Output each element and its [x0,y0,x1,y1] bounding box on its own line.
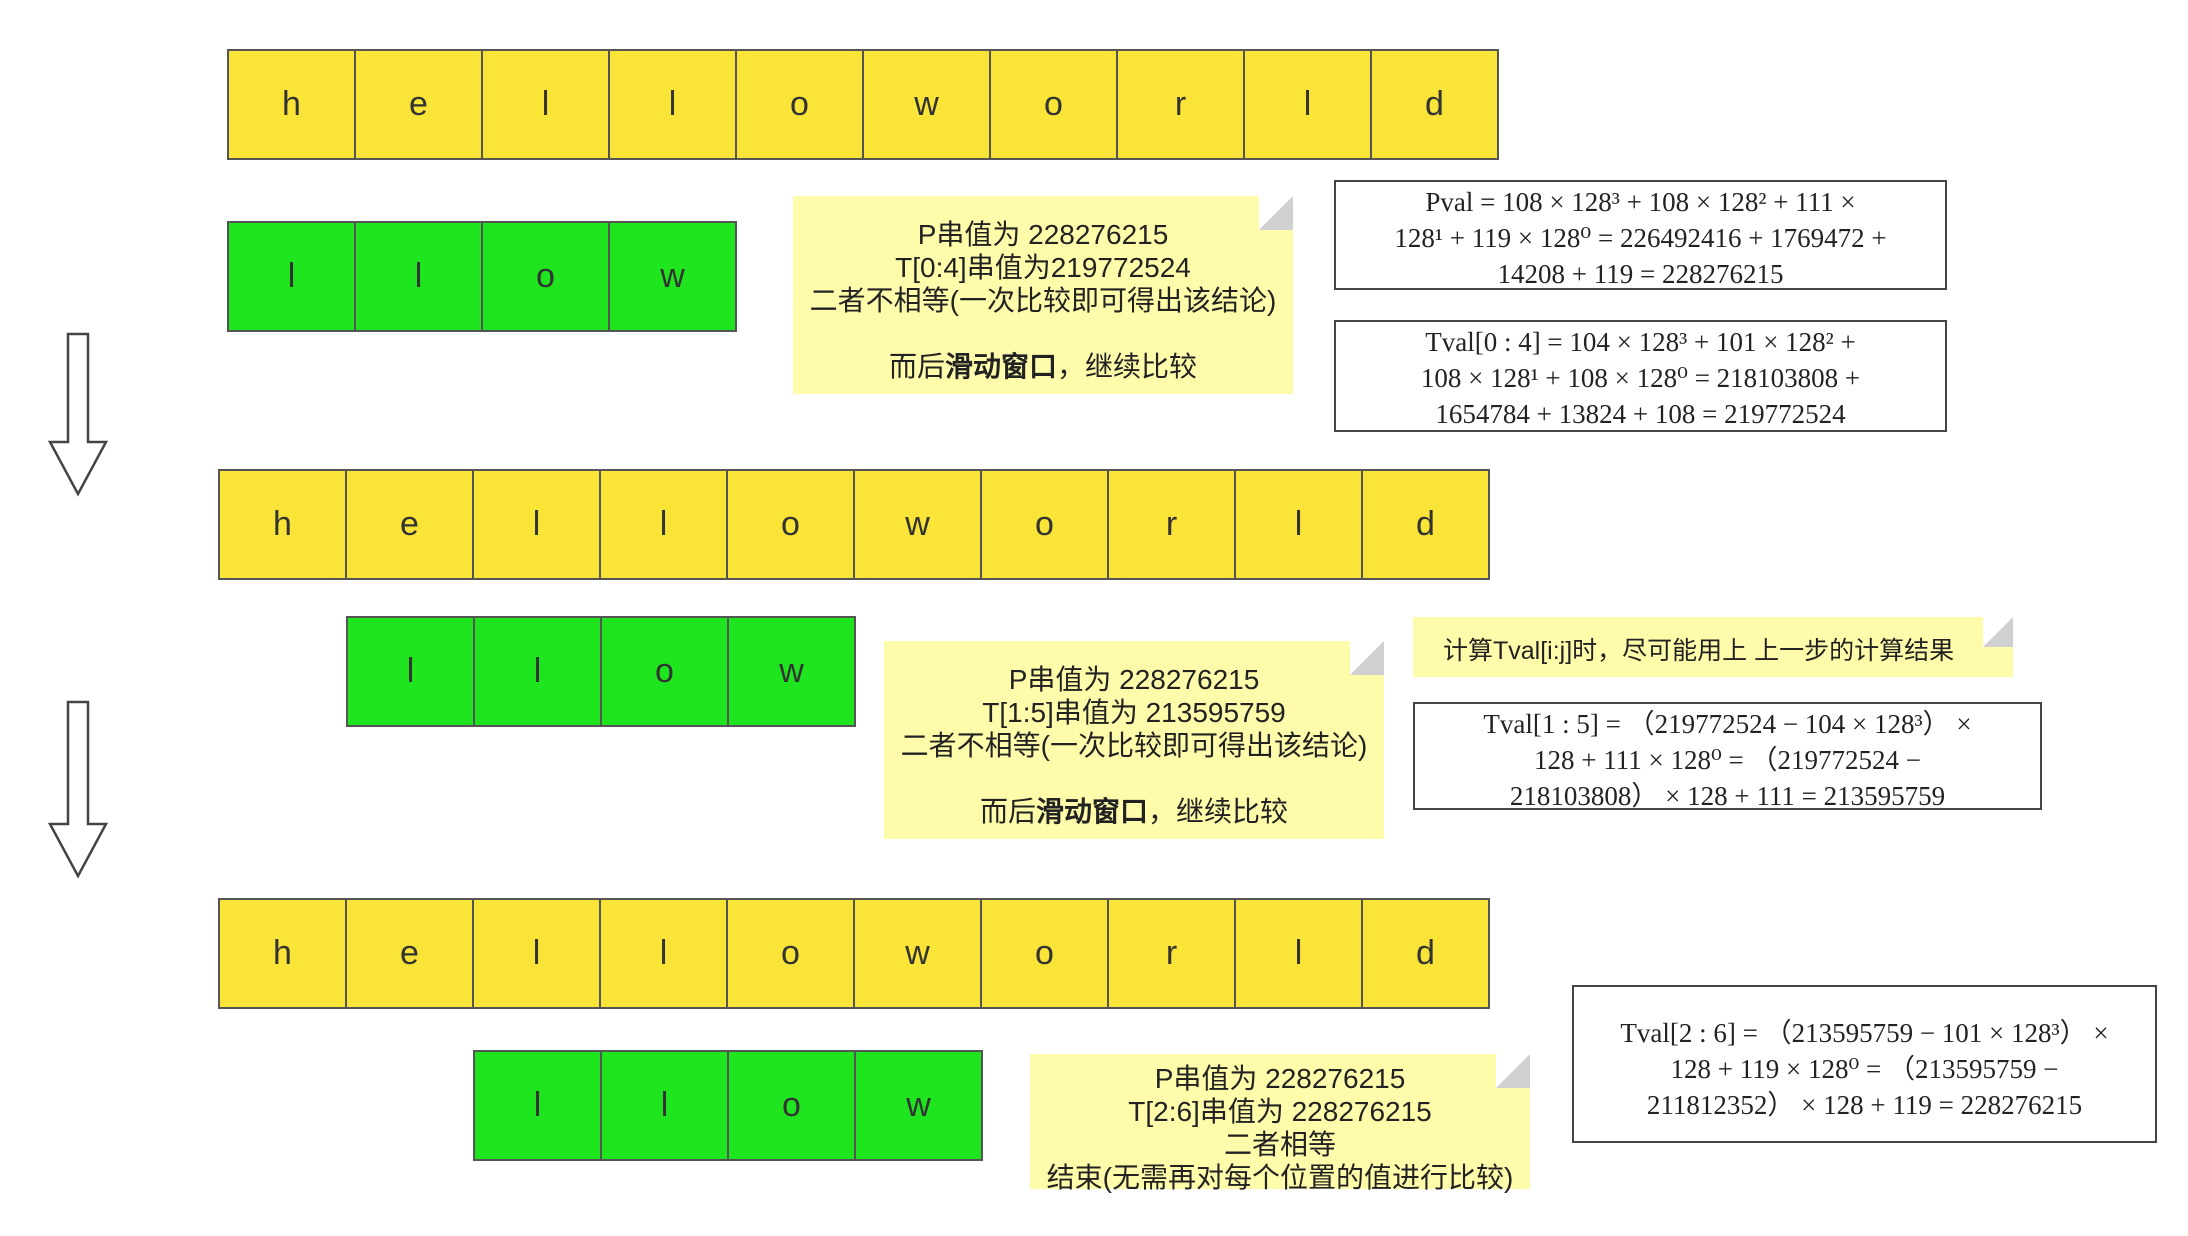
down-arrow-icon [47,332,109,497]
pattern-cell: l [600,1050,729,1161]
pattern-cell: w [727,616,856,727]
text-cell: o [989,49,1118,160]
text-cell: o [735,49,864,160]
text-cell: o [980,898,1109,1009]
pattern-cell: l [473,1050,602,1161]
note-spacer [884,762,1384,795]
text-cell: w [862,49,991,160]
text-cell: h [218,898,347,1009]
pattern-cell: o [600,616,729,727]
note-line: P串值为 228276215 [1154,1063,1406,1094]
tval-formula-3: Tval[2 : 6] = （213595759 − 101 × 128³） ×… [1572,985,2157,1143]
text-cell: l [481,49,610,160]
note-line: 而后滑动窗口，继续比较 [979,796,1289,827]
text-cell: l [1234,898,1363,1009]
pattern-cell: w [854,1050,983,1161]
note-line: 二者不相等(一次比较即可得出该结论) [900,730,1368,761]
pval-formula: Pval = 108 × 128³ + 108 × 128² + 111 × 1… [1334,180,1947,290]
text-cell: h [227,49,356,160]
text-cell: l [608,49,737,160]
note-line: 二者不相等(一次比较即可得出该结论) [809,285,1277,316]
tval-formula-1: Tval[0 : 4] = 104 × 128³ + 101 × 128² + … [1334,320,1947,432]
text-cell: w [853,469,982,580]
pattern-cell: l [346,616,475,727]
calculation-hint: 计算Tval[i:j]时，尽可能用上 上一步的计算结果 [1413,617,2013,677]
note-line: 二者相等 [1223,1129,1336,1160]
pattern-cell: l [473,616,602,727]
note-line: P串值为 228276215 [917,219,1169,250]
pattern-cell: o [481,221,610,332]
note-line: P串值为 228276215 [1008,664,1260,695]
pattern-row-2: l l o w [346,616,856,727]
text-cell: r [1107,469,1236,580]
text-cell: o [726,898,855,1009]
text-cell: d [1361,898,1490,1009]
text-cell: l [1243,49,1372,160]
pattern-cell: l [354,221,483,332]
text-row-3: h e l l o w o r l d [218,898,1490,1009]
comparison-note-1: P串值为 228276215 T[0:4]串值为219772524 二者不相等(… [793,196,1293,394]
text-cell: o [980,469,1109,580]
pattern-row-3: l l o w [473,1050,983,1161]
text-cell: d [1361,469,1490,580]
note-line: T[0:4]串值为219772524 [895,252,1191,283]
text-cell: r [1116,49,1245,160]
text-cell: l [1234,469,1363,580]
text-cell: e [345,469,474,580]
text-cell: h [218,469,347,580]
text-row-2: h e l l o w o r l d [218,469,1490,580]
text-cell: r [1107,898,1236,1009]
pattern-row-1: l l o w [227,221,737,332]
comparison-note-2: P串值为 228276215 T[1:5]串值为 213595759 二者不相等… [884,641,1384,839]
down-arrow-icon [47,700,109,879]
text-cell: e [354,49,483,160]
text-cell: w [853,898,982,1009]
text-row-1: h e l l o w o r l d [227,49,1499,160]
text-cell: l [472,898,601,1009]
text-cell: l [472,469,601,580]
comparison-note-3: P串值为 228276215 T[2:6]串值为 228276215 二者相等 … [1030,1054,1530,1193]
text-cell: l [599,469,728,580]
text-cell: e [345,898,474,1009]
pattern-cell: w [608,221,737,332]
note-line: T[2:6]串值为 228276215 [1128,1096,1432,1127]
pattern-cell: l [227,221,356,332]
note-line: 而后滑动窗口，继续比较 [888,351,1198,382]
note-line: 结束(无需再对每个位置的值进行比较) [1046,1162,1514,1193]
text-cell: o [726,469,855,580]
note-spacer [793,317,1293,350]
text-cell: d [1370,49,1499,160]
note-line: T[1:5]串值为 213595759 [982,697,1286,728]
tval-formula-2: Tval[1 : 5] = （219772524 − 104 × 128³） ×… [1413,702,2042,811]
pattern-cell: o [727,1050,856,1161]
text-cell: l [599,898,728,1009]
